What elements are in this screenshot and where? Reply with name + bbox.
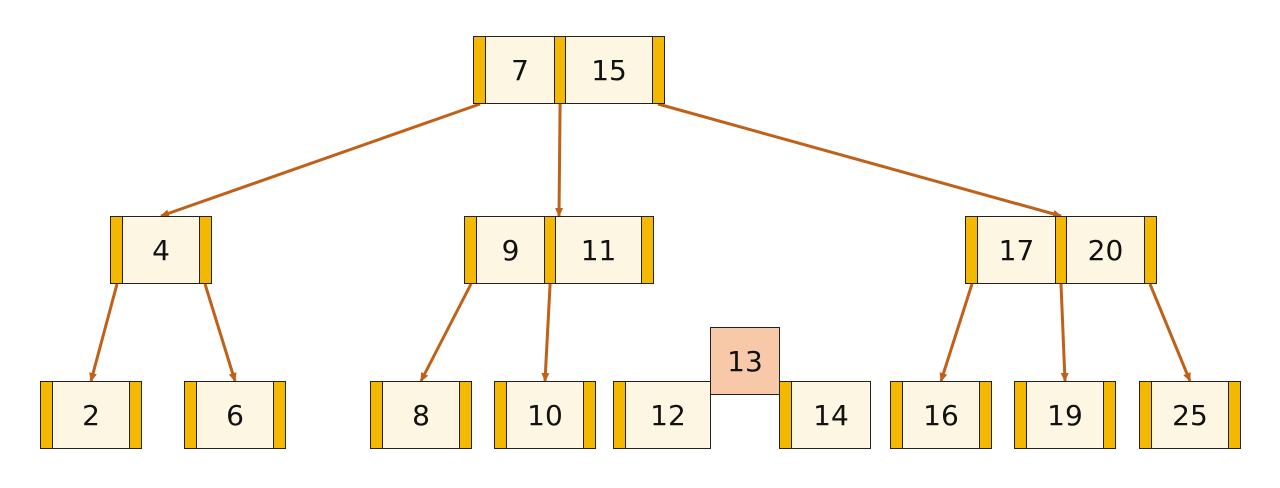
child-pointer [1015,382,1027,448]
edge-n4-to-n2 [89,283,119,382]
node-key: 2 [82,398,100,432]
edge-root-to-n9_11 [555,103,564,217]
tree-node-6: 6 [184,381,286,449]
node-key: 20 [1087,233,1124,267]
node-key: 8 [412,398,430,432]
tree-node-2: 2 [40,381,142,449]
node-key: 9 [501,233,520,267]
edge-n17_20-to-n25 [1148,283,1192,382]
edge-root-to-n17_20 [657,102,1062,218]
child-pointer [371,382,383,448]
node-key: 12 [650,398,686,432]
child-pointer [41,382,53,448]
node-key: 15 [591,53,627,87]
child-pointer [966,217,978,283]
child-pointer [1228,382,1240,448]
tree-node-10: 10 [494,381,596,449]
tree-node-12: 12 [613,381,711,449]
node-key: 16 [923,398,959,432]
node-key: 17 [998,233,1035,267]
child-pointer [185,382,197,448]
child-pointer [1103,382,1115,448]
edge-n17_20-to-n16 [939,283,974,382]
node-key: 11 [580,233,617,267]
node-key: 19 [1047,398,1083,432]
node-key: 7 [511,53,529,87]
child-pointer [780,382,792,448]
child-pointer [614,382,626,448]
edge-n17_20-to-n19 [1059,283,1069,382]
node-key: 4 [152,233,170,267]
edge-root-to-n4 [160,102,481,218]
child-pointer [273,382,285,448]
tree-node-root: 7 15 [473,36,665,104]
child-pointer [199,217,211,283]
node-key: 14 [813,398,849,432]
child-pointer [495,382,507,448]
node-key: 10 [527,398,563,432]
edge-n4-to-n6 [203,283,237,382]
tree-node-8: 8 [370,381,472,449]
child-pointer [554,37,567,103]
tree-node-14: 14 [779,381,871,449]
child-pointer [465,217,477,283]
child-pointer [583,382,595,448]
child-pointer [891,382,903,448]
inserted-key-13: 13 [710,327,780,395]
child-pointer [1055,217,1067,283]
edge-n9_11-to-n10 [541,283,552,382]
child-pointer [652,37,664,103]
edge-n9_11-to-n8 [419,283,473,382]
child-pointer [111,217,123,283]
child-pointer [641,217,653,283]
child-pointer [129,382,141,448]
child-pointer [979,382,991,448]
tree-node-19: 19 [1014,381,1116,449]
child-pointer [544,217,557,283]
node-key: 6 [226,398,244,432]
tree-node-25: 25 [1139,381,1241,449]
tree-node-4: 4 [110,216,212,284]
child-pointer [459,382,471,448]
child-pointer [474,37,486,103]
child-pointer [1140,382,1152,448]
tree-node-9-11: 9 11 [464,216,654,284]
tree-node-16: 16 [890,381,992,449]
child-pointer [1144,217,1156,283]
node-key: 25 [1172,398,1208,432]
tree-node-17-20: 17 20 [965,216,1157,284]
